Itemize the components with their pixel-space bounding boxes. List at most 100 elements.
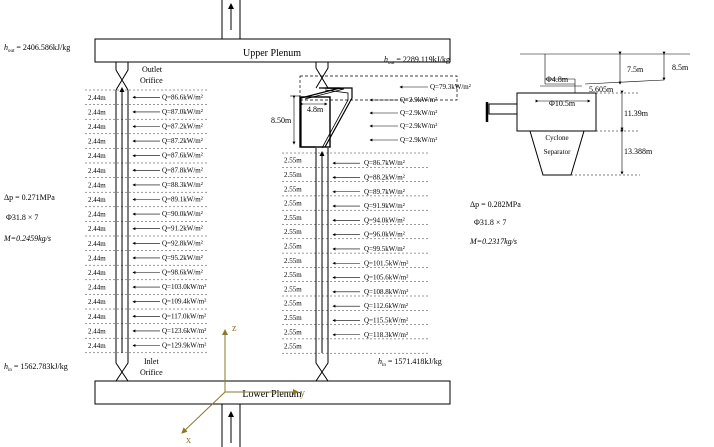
- outlet-orifice-label-2: Orifice: [140, 76, 163, 85]
- segment-length: 2.44m: [88, 254, 106, 262]
- lower-plenum: Lower Plenum: [94, 380, 451, 447]
- heat-flux-label: Q=99.5kW/m²: [364, 245, 405, 253]
- outlet-orifice-label-1: Outlet: [142, 65, 163, 74]
- inlet-orifice-label-1: Inlet: [144, 357, 159, 366]
- right-mass-flow: M=0.2317kg/s: [469, 237, 517, 246]
- right-width-label: 4.8m: [307, 105, 324, 114]
- segment-length: 2.55m: [284, 314, 302, 322]
- left-segments: 2.44m 2.44m 2.44m 2.44m 2.44m 2.44m 2.44m 2.44m…: [85, 89, 208, 353]
- left-mass-flow: M=0.2459kg/s: [3, 234, 51, 243]
- heat-flux-label: Q=91.9kW/m²: [364, 202, 405, 210]
- heat-flux-label: Q=109.4kW/m²: [162, 298, 206, 306]
- segment-length: 2.55m: [284, 300, 302, 308]
- heat-flux-label: Q=101.5kW/m²: [364, 259, 408, 267]
- heat-flux-label: Q=94.0kW/m²: [364, 216, 405, 224]
- segment-length: 2.44m: [88, 181, 106, 189]
- left-tube-diameter: Φ31.8 × 7: [6, 213, 38, 222]
- left-h-out: hout = 2406.586kJ/kg: [4, 43, 70, 54]
- heat-flux-label: Q=123.6kW/m²: [162, 327, 206, 335]
- heat-flux-label: Q=87.8kW/m²: [162, 166, 203, 174]
- heat-flux-label: Q=89.1kW/m²: [162, 196, 203, 204]
- z-axis-label: z: [232, 323, 237, 334]
- segment-length: 2.55m: [284, 185, 302, 193]
- x-axis-label: x: [186, 435, 191, 446]
- cyclone-dim-6: 11.39m: [624, 109, 649, 118]
- cyclone-dim-2: 8.5m: [672, 63, 689, 72]
- left-pressure-drop: Δp = 0.271MPa: [4, 193, 55, 202]
- segment-length: 2.44m: [88, 298, 106, 306]
- heat-flux-label: Q=103.0kW/m²: [162, 283, 206, 291]
- heat-flux-label: Q=117.0kW/m²: [162, 312, 206, 320]
- segment-length: 2.44m: [88, 123, 106, 131]
- cyclone-separator: [485, 51, 690, 176]
- segment-length: 2.55m: [284, 157, 302, 165]
- heat-flux-label: Q=88.2kW/m²: [364, 173, 405, 181]
- upper-plenum: Upper Plenum: [94, 0, 451, 63]
- heat-flux-label: Q=79.3kW/m²: [430, 83, 471, 91]
- heat-flux-label: Q=95.2kW/m²: [162, 254, 203, 262]
- right-tube: [290, 62, 458, 382]
- segment-length: 2.55m: [284, 171, 302, 179]
- right-h-in: hin = 1571.418kJ/kg: [378, 357, 442, 368]
- segment-length: 2.55m: [284, 285, 302, 293]
- cyclone-dim-7: 13.388m: [624, 147, 653, 156]
- segment-length: 2.44m: [88, 327, 106, 335]
- lower-plenum-label: Lower Plenum: [242, 389, 301, 400]
- heat-flux-label: Q=90.0kW/m²: [162, 210, 203, 218]
- segment-length: 2.55m: [284, 228, 302, 236]
- heat-flux-label: Q=115.5kW/m²: [364, 316, 408, 324]
- segment-length: 2.55m: [284, 242, 302, 250]
- cyclone-dim-4: Φ4.8m: [546, 75, 569, 84]
- heat-flux-label: Q=92.8kW/m²: [162, 239, 203, 247]
- segment-length: 2.44m: [88, 240, 106, 248]
- segment-length: 2.55m: [284, 343, 302, 351]
- heat-flux-label: Q=87.6kW/m²: [162, 152, 203, 160]
- cyclone-dim-5: Φ10.5m: [549, 99, 576, 108]
- heat-flux-label: Q=2.9kW/m²: [400, 136, 437, 144]
- segment-length: 2.55m: [284, 328, 302, 336]
- right-pressure-drop: Δp = 0.282MPa: [470, 200, 521, 209]
- heat-flux-label: Q=87.0kW/m²: [162, 108, 203, 116]
- segment-length: 2.44m: [88, 269, 106, 277]
- heat-flux-label: Q=86.6kW/m²: [162, 93, 203, 101]
- upper-plenum-label: Upper Plenum: [243, 48, 301, 59]
- right-tube-diameter: Φ31.8 × 7: [474, 218, 506, 227]
- heat-flux-label: Q=2.9kW/m²: [400, 96, 437, 104]
- segment-length: 2.55m: [284, 271, 302, 279]
- heat-flux-label: Q=91.2kW/m²: [162, 225, 203, 233]
- heat-flux-label: Q=108.8kW/m²: [364, 288, 408, 296]
- heat-flux-label: Q=87.2kW/m²: [162, 137, 203, 145]
- right-upper-flux: Q=79.3kW/m² Q=2.9kW/m² Q=2.9kW/m² Q=2.9kW/m…: [369, 83, 471, 144]
- cyclone-label-2: Separator: [544, 148, 571, 156]
- heat-flux-label: Q=88.3kW/m²: [162, 181, 203, 189]
- right-segments: 2.55m 2.55m 2.55m 2.55m 2.55m 2.55m 2.55m 2.55m…: [282, 152, 430, 354]
- heat-flux-label: Q=86.7kW/m²: [364, 159, 405, 167]
- inlet-orifice-label-2: Orifice: [140, 368, 163, 377]
- heat-flux-label: Q=87.2kW/m²: [162, 123, 203, 131]
- segment-length: 2.55m: [284, 214, 302, 222]
- segment-length: 2.44m: [88, 284, 106, 292]
- segment-length: 2.55m: [284, 200, 302, 208]
- cyclone-label-1: Cyclone: [545, 134, 568, 142]
- heat-flux-label: Q=96.0kW/m²: [364, 231, 405, 239]
- segment-length: 2.44m: [88, 167, 106, 175]
- segment-length: 2.44m: [88, 138, 106, 146]
- segment-length: 2.44m: [88, 342, 106, 350]
- left-h-in: hin = 1562.783kJ/kg: [4, 362, 68, 373]
- segment-length: 2.44m: [88, 211, 106, 219]
- heat-flux-label: Q=118.3kW/m²: [364, 331, 408, 339]
- coordinate-axes: [181, 329, 299, 434]
- segment-length: 2.44m: [88, 94, 106, 102]
- heat-flux-label: Q=105.6kW/m²: [364, 274, 408, 282]
- right-height-label: 8.50m: [271, 116, 292, 125]
- segment-length: 2.44m: [88, 152, 106, 160]
- heat-flux-label: Q=129.9kW/m²: [162, 342, 206, 350]
- heat-flux-label: Q=2.9kW/m²: [400, 122, 437, 130]
- y-axis-label: y: [300, 388, 305, 399]
- right-h-out: hout = 2289.119kJ/kg: [384, 55, 450, 66]
- heat-flux-label: Q=112.6kW/m²: [364, 302, 408, 310]
- segment-length: 2.44m: [88, 196, 106, 204]
- heat-flux-label: Q=89.7kW/m²: [364, 188, 405, 196]
- heat-flux-label: Q=2.9kW/m²: [400, 109, 437, 117]
- segment-length: 2.44m: [88, 108, 106, 116]
